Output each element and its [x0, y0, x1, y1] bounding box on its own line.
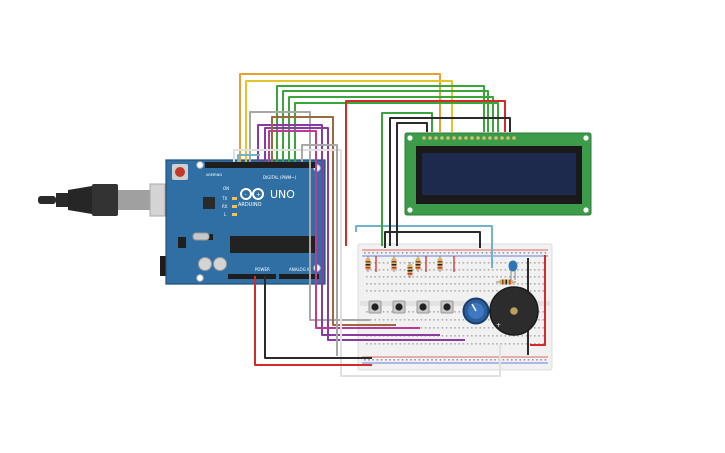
- piezo-buzzer-icon[interactable]: +: [489, 286, 539, 336]
- aref-label: AREF: [206, 173, 215, 177]
- arduino-uno-board[interactable]: - + UNO ARDUINO DIGITAL (PWM~) POWER ANA…: [38, 159, 326, 285]
- usb-cable-icon: [38, 183, 166, 217]
- resistor-3: [407, 262, 413, 278]
- digital-header: [205, 162, 315, 168]
- gnd-label: GND: [214, 173, 222, 177]
- board-brand-label: ARDUINO: [238, 202, 262, 208]
- digital-header-label: DIGITAL (PWM~): [263, 175, 297, 180]
- push-button-4: [440, 300, 454, 314]
- analog-header: [279, 274, 319, 279]
- lcd-16x2-display[interactable]: [404, 132, 592, 216]
- wire-green-2: [282, 90, 489, 162]
- push-button-1: [368, 300, 382, 314]
- rx-label: RX: [222, 204, 228, 209]
- lcd-pin-header: [422, 136, 516, 140]
- tx-label: TX: [221, 196, 227, 201]
- led[interactable]: [508, 260, 518, 281]
- wire-purple-2: [264, 127, 465, 341]
- resistor-2: [391, 256, 397, 272]
- on-label: ON: [223, 186, 229, 191]
- wire-red-lcd: [345, 100, 506, 246]
- resistor-5: [437, 256, 443, 272]
- svg-text:+: +: [256, 192, 261, 199]
- push-buttons[interactable]: [368, 300, 454, 314]
- usb-chip: [203, 197, 215, 209]
- breadboard[interactable]: [357, 243, 553, 371]
- wire-purple-1: [257, 124, 440, 336]
- resistor-1: [365, 256, 371, 272]
- potentiometer-icon[interactable]: [462, 297, 490, 325]
- analog-label: ANALOG IN: [289, 267, 311, 272]
- wire-gray-2: [301, 144, 338, 356]
- wire-red-power: [254, 276, 372, 366]
- resistor-leads: [375, 256, 455, 272]
- resistor-6: [496, 279, 516, 285]
- wire-black-lcd-2: [396, 122, 428, 246]
- wire-black-power: [264, 276, 372, 359]
- wire-yellow: [245, 80, 453, 162]
- svg-text:-: -: [245, 192, 247, 199]
- push-button-2: [392, 300, 406, 314]
- wire-green-lcd: [381, 112, 433, 246]
- reset-button-icon[interactable]: [172, 164, 188, 180]
- arduino-wires: [233, 73, 511, 377]
- wire-cyan-arduino: [237, 154, 260, 162]
- power-label: POWER: [255, 267, 270, 272]
- wire-white: [233, 149, 501, 377]
- crystal: [192, 232, 210, 241]
- wire-black-bb: [384, 231, 481, 248]
- push-button-3: [416, 300, 430, 314]
- wire-black-lcd: [389, 117, 511, 246]
- resistor-4: [415, 256, 421, 272]
- board-model-label: UNO: [270, 188, 295, 201]
- wire-gray-1: [249, 111, 370, 321]
- svg-text:+: +: [496, 322, 501, 329]
- wire-magenta: [268, 130, 420, 329]
- wire-red-bb: [530, 255, 546, 346]
- arduino-logo: - +: [240, 188, 264, 200]
- wire-green-3: [288, 96, 494, 162]
- resistors[interactable]: [365, 256, 517, 285]
- l-label: L: [224, 212, 227, 217]
- wire-brown: [271, 116, 396, 326]
- power-header: [228, 274, 276, 279]
- lcd-screen: [422, 153, 576, 195]
- microcontroller-chip: [230, 236, 316, 253]
- wire-cyan-bb: [355, 225, 493, 268]
